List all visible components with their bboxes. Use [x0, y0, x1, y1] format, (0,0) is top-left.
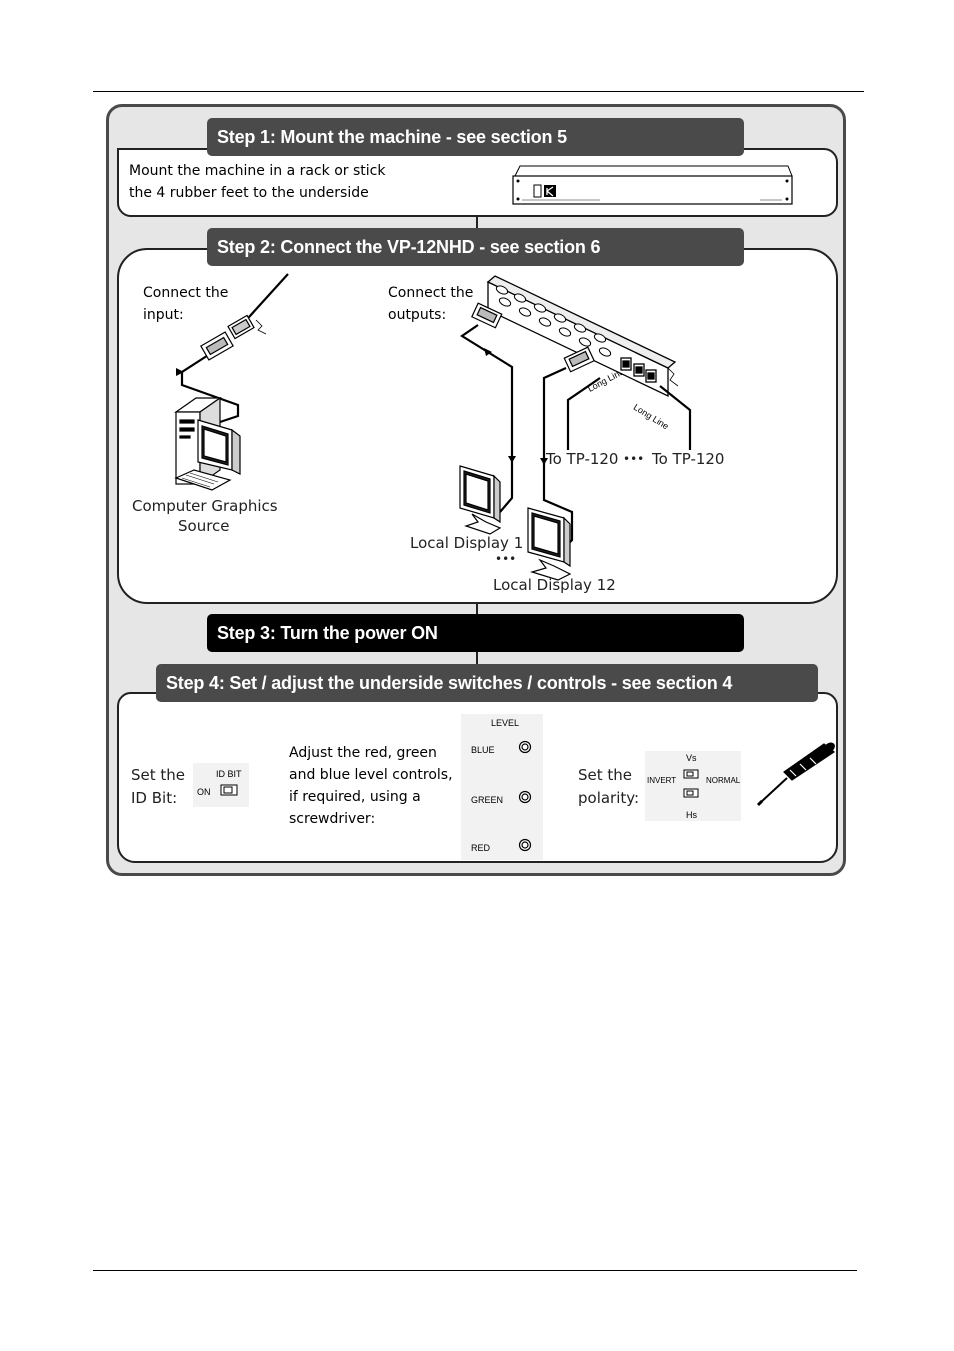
switcher-rear-panel-icon — [486, 275, 679, 398]
step3-title: Step 3: Turn the power ON — [207, 614, 744, 652]
local-display-1-icon — [459, 465, 502, 535]
step1-text-line1: Mount the machine in a rack or stick — [129, 163, 386, 179]
set-polarity-line1: Set the — [578, 766, 633, 784]
step4-title: Step 4: Set / adjust the underside switc… — [156, 664, 818, 702]
source-label-line2: Source — [178, 517, 230, 535]
bottom-rule — [93, 1270, 857, 1271]
polarity-switch-icons — [683, 769, 699, 798]
id-bit-label: ID BIT — [216, 769, 242, 779]
hs-label: Hs — [686, 810, 697, 820]
local-display-12-label: Local Display 12 — [493, 576, 616, 594]
level-potentiometer-icons — [518, 740, 532, 852]
set-id-line2: ID Bit: — [131, 789, 178, 807]
adjust-line4: screwdriver: — [289, 811, 376, 827]
connect-input-line2: input: — [143, 307, 184, 323]
to-tp120-label-2: To TP-120 — [652, 450, 725, 468]
set-polarity-line2: polarity: — [578, 789, 640, 807]
step1-title: Step 1: Mount the machine - see section … — [207, 118, 744, 156]
local-display-1-label: Local Display 1 — [410, 534, 524, 552]
connector-line — [476, 215, 478, 235]
connect-outputs-line1: Connect the — [388, 285, 474, 301]
set-id-line1: Set the — [131, 766, 186, 784]
vs-label: Vs — [686, 753, 697, 763]
normal-label: NORMAL — [706, 776, 741, 785]
input-connector-icon — [200, 314, 267, 361]
red-label: RED — [471, 843, 491, 853]
level-label: LEVEL — [491, 718, 520, 728]
blue-label: BLUE — [471, 745, 495, 755]
connect-outputs-line2: outputs: — [388, 307, 447, 323]
source-label-line1: Computer Graphics — [132, 497, 278, 515]
step1-text-line2: the 4 rubber feet to the underside — [129, 185, 369, 201]
top-rule — [93, 91, 864, 92]
to-tp120-label-1: To TP-120 — [546, 450, 619, 468]
adjust-line3: if required, using a — [289, 789, 421, 805]
tp-ellipsis: ••• — [623, 452, 645, 466]
polarity-switch-box — [645, 751, 741, 821]
invert-label: INVERT — [647, 776, 677, 785]
rack-machine-icon — [512, 165, 793, 205]
adjust-line2: and blue level controls, — [289, 767, 453, 783]
id-on-label: ON — [197, 787, 211, 797]
id-bit-switch-icon — [220, 784, 238, 796]
cable-arrow-icons — [176, 348, 548, 465]
computer-graphics-source-icon — [174, 396, 241, 491]
level-controls-box — [461, 714, 543, 860]
connect-input-line1: Connect the — [143, 285, 229, 301]
output-connector-icon — [471, 302, 595, 373]
step2-title: Step 2: Connect the VP-12NHD - see secti… — [207, 228, 744, 266]
green-label: GREEN — [471, 795, 504, 805]
screwdriver-icon — [756, 742, 836, 807]
local-display-12-icon — [527, 507, 572, 581]
adjust-line1: Adjust the red, green — [289, 745, 437, 761]
display-ellipsis: ••• — [495, 552, 517, 566]
